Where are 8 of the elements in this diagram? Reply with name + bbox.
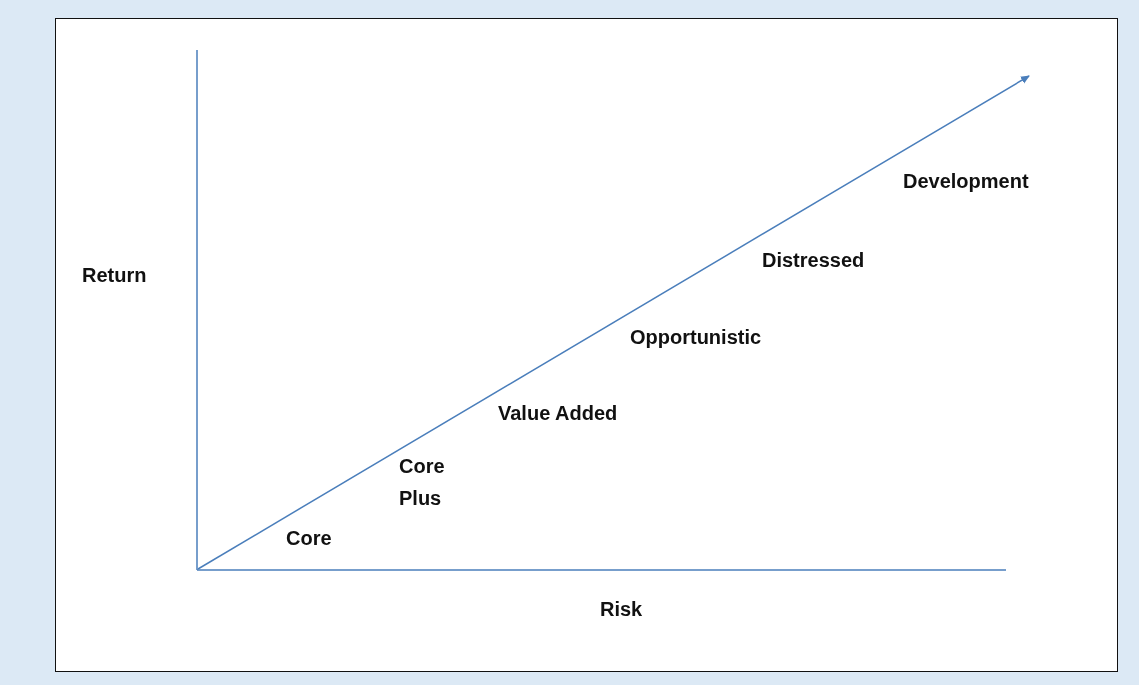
category-label: Opportunistic — [630, 325, 762, 349]
category-label: Distressed — [762, 248, 865, 272]
axis-label: Risk — [600, 597, 643, 621]
category-label: Development — [903, 169, 1029, 193]
category-label: Core — [286, 526, 332, 550]
axis-label: Return — [82, 263, 147, 287]
category-label: Core Plus — [399, 454, 446, 511]
category-label: Value Added — [498, 401, 618, 425]
